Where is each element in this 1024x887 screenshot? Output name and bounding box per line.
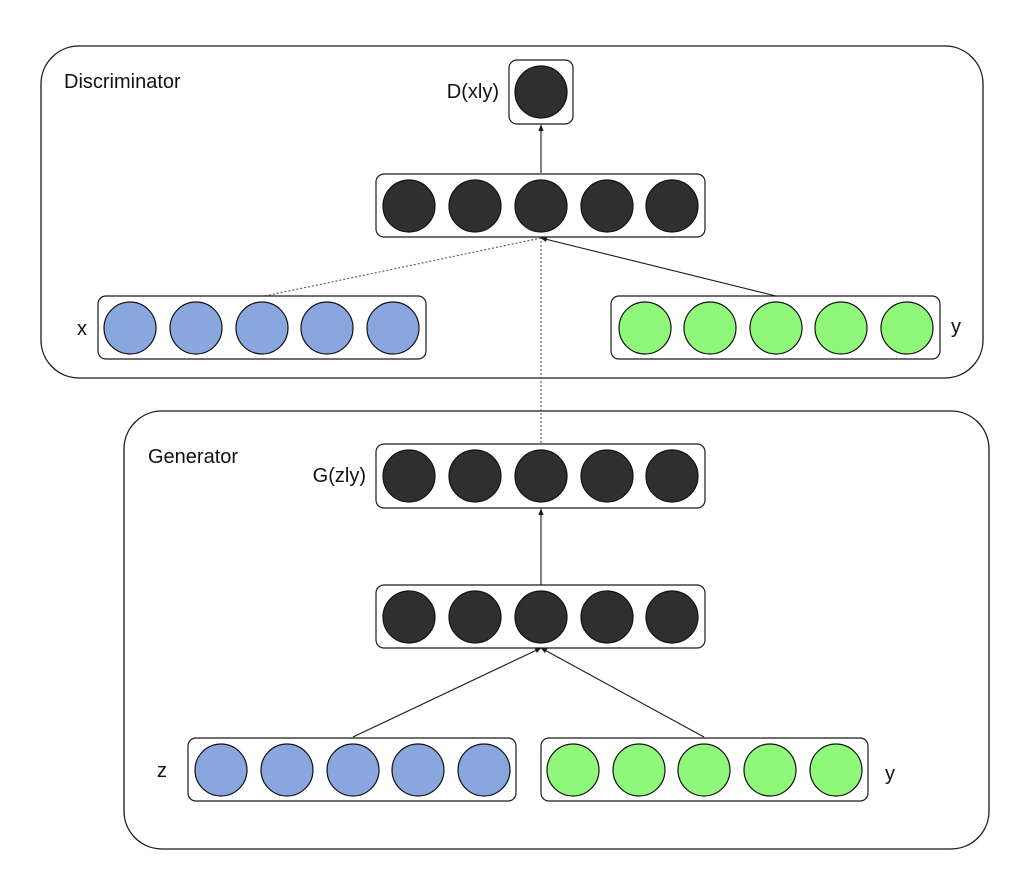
d-hidden-node — [645, 179, 699, 233]
g-hidden-node — [514, 590, 568, 644]
g-z-node — [326, 743, 380, 797]
edge-dy-to-d-hidden — [540, 236, 777, 297]
g-output-node — [382, 449, 436, 503]
g-y-node — [677, 743, 731, 797]
g-z-node — [194, 743, 248, 797]
d-y-node — [814, 301, 868, 355]
g-hidden-node — [645, 590, 699, 644]
g-hidden-node — [448, 590, 502, 644]
d-x-layer: x — [77, 295, 427, 360]
edge-z-to-g-hidden — [352, 647, 542, 738]
g-output-layer: G(zly) — [313, 443, 706, 509]
g-output-node — [514, 449, 568, 503]
d-hidden-node — [382, 179, 436, 233]
d-y-node — [683, 301, 737, 355]
d-x-node — [366, 301, 420, 355]
g-y-label: y — [885, 763, 895, 785]
d-hidden-layer — [375, 173, 706, 238]
d-y-node — [880, 301, 934, 355]
d-x-node — [103, 301, 157, 355]
d-output-label: D(xly) — [447, 81, 499, 103]
g-z-node — [260, 743, 314, 797]
d-hidden-node — [514, 179, 568, 233]
discriminator-title: Discriminator — [64, 71, 181, 93]
edges — [264, 124, 777, 738]
d-output-node — [514, 65, 568, 119]
g-output-label: G(zly) — [313, 465, 366, 487]
g-output-node — [645, 449, 699, 503]
g-hidden-layer — [375, 584, 706, 649]
g-z-layer: z — [157, 737, 517, 802]
d-x-label: x — [77, 318, 87, 340]
g-y-layer: y — [540, 737, 895, 802]
d-y-node — [749, 301, 803, 355]
edge-x-to-d-hidden — [264, 237, 542, 297]
d-y-node — [618, 301, 672, 355]
g-y-node — [743, 743, 797, 797]
generator-title: Generator — [148, 446, 238, 468]
g-output-node — [580, 449, 634, 503]
g-output-node — [448, 449, 502, 503]
d-x-node — [169, 301, 223, 355]
d-y-layer: y — [610, 295, 961, 360]
g-hidden-node — [382, 590, 436, 644]
d-x-node — [235, 301, 289, 355]
d-y-label: y — [951, 316, 961, 338]
g-y-node — [612, 743, 666, 797]
g-y-node — [546, 743, 600, 797]
g-hidden-node — [580, 590, 634, 644]
d-hidden-node — [448, 179, 502, 233]
d-output-layer: D(xly) — [447, 59, 574, 125]
g-y-node — [809, 743, 863, 797]
g-z-label: z — [157, 760, 167, 782]
g-z-node — [391, 743, 445, 797]
d-x-node — [300, 301, 354, 355]
d-hidden-node — [580, 179, 634, 233]
g-z-node — [457, 743, 511, 797]
edge-gy-to-g-hidden — [540, 647, 705, 738]
